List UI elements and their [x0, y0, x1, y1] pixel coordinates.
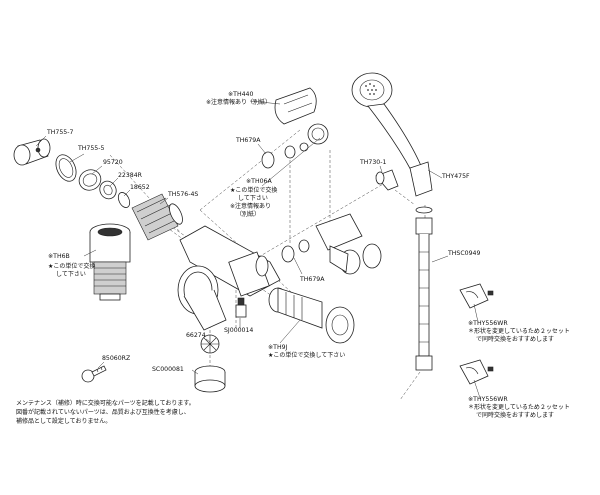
- label-th440: ※TH440: [228, 91, 253, 98]
- label-thy556wr-lower: ※THY556WR: [468, 396, 508, 403]
- label-th755-7: TH755-7: [46, 129, 73, 136]
- label-th6b: ※TH6B: [48, 253, 70, 260]
- part-thy475f-shower-head: [351, 72, 433, 197]
- part-notes: ※注意情報あり（別紙） ★この単位で交換 して下さい ★この単位で交換 して下さ…: [48, 98, 570, 419]
- note-thy556-lower-line2: で同時交換をおすすめします: [476, 411, 554, 419]
- shower-head-nozzles: [365, 83, 377, 95]
- note-th9j: ★この単位で交換して下さい: [268, 351, 345, 359]
- note-th6b-line1: ★この単位で交換: [48, 262, 95, 270]
- part-th730-1-elbow: [375, 169, 399, 191]
- part-th06a-handle: [307, 123, 382, 275]
- part-22384r-nut: [99, 180, 117, 200]
- label-thy556wr-upper: ※THY556WR: [468, 320, 508, 327]
- footer-line-2: 図番が記載されていないパーツは、品質および互換性を考慮し、: [16, 408, 190, 416]
- part-th679a-upper: [261, 142, 309, 169]
- part-th679a-lower: [281, 239, 310, 263]
- part-th576-4s-spindle: [131, 193, 183, 241]
- note-thy556-upper-line2: で同時交換をおすすめします: [476, 335, 554, 343]
- part-sj000014-valve: [235, 297, 247, 318]
- leader-lines: [35, 100, 481, 399]
- footer-line-3: 補修品として設定しておりません。: [16, 417, 111, 425]
- part-18652-washer: [117, 192, 131, 208]
- label-th730-1: TH730-1: [359, 159, 386, 166]
- label-85060rz: 85060RZ: [102, 355, 130, 362]
- label-66274: 66274: [186, 332, 206, 339]
- label-95720: 95720: [103, 159, 123, 166]
- label-th679a-lower: TH679A: [299, 276, 325, 283]
- label-22384r: 22384R: [118, 172, 143, 179]
- part-th755-7-cap: [13, 138, 51, 166]
- note-th06a-line1: ★この単位で交換: [230, 186, 277, 194]
- part-th440-cover: [274, 87, 317, 125]
- part-th6b-cartridge: [89, 223, 131, 301]
- label-sc000081: SC000081: [152, 366, 184, 373]
- label-th576-4s: TH576-4S: [167, 191, 198, 198]
- label-sj000014: SJ000014: [224, 327, 253, 334]
- part-thy556wr-holder-lower: [459, 359, 494, 385]
- part-66274-washer: [200, 334, 220, 354]
- label-18652: 18652: [130, 184, 150, 191]
- note-th06a-line4: （別紙）: [236, 210, 260, 218]
- part-labels: TH755-7 TH755-5 95720 22384R 18652 TH576…: [46, 91, 508, 403]
- label-thsc0949: THSC0949: [447, 250, 480, 257]
- part-thsc0949-hose: [415, 206, 433, 371]
- part-sc000081-filter: [194, 365, 226, 393]
- part-th755-5-ring: [55, 154, 77, 182]
- label-th06a: ※TH06A: [246, 178, 272, 185]
- note-th06a-line2: して下さい: [238, 195, 268, 202]
- label-th9j: ※TH9J: [268, 344, 288, 351]
- label-thy475f: THY475F: [441, 173, 470, 180]
- part-85060rz-key: [81, 365, 107, 383]
- note-thy556-lower-line1: ＊形状を変更しているため２ッセット: [468, 403, 570, 411]
- part-mixer-body: [177, 225, 281, 331]
- note-th6b-line2: して下さい: [56, 271, 86, 278]
- note-th440-info: ※注意情報あり（別紙）: [206, 98, 271, 106]
- part-th9j-cartridge: [268, 287, 355, 344]
- footer-line-1: メンテナンス（補修）時に交換可能なパーツを記載しております。: [16, 399, 195, 407]
- note-th06a-line3: ※注意情報あり: [230, 202, 271, 210]
- part-thy556wr-holder-upper: [459, 283, 494, 309]
- footer-notes: メンテナンス（補修）時に交換可能なパーツを記載しております。 図番が記載されてい…: [16, 399, 195, 425]
- label-th679a-upper: TH679A: [235, 137, 261, 144]
- part-95720-ring: [78, 169, 102, 191]
- note-thy556-upper-line1: ＊形状を変更しているため２ッセット: [468, 327, 570, 335]
- label-th755-5: TH755-5: [77, 145, 104, 152]
